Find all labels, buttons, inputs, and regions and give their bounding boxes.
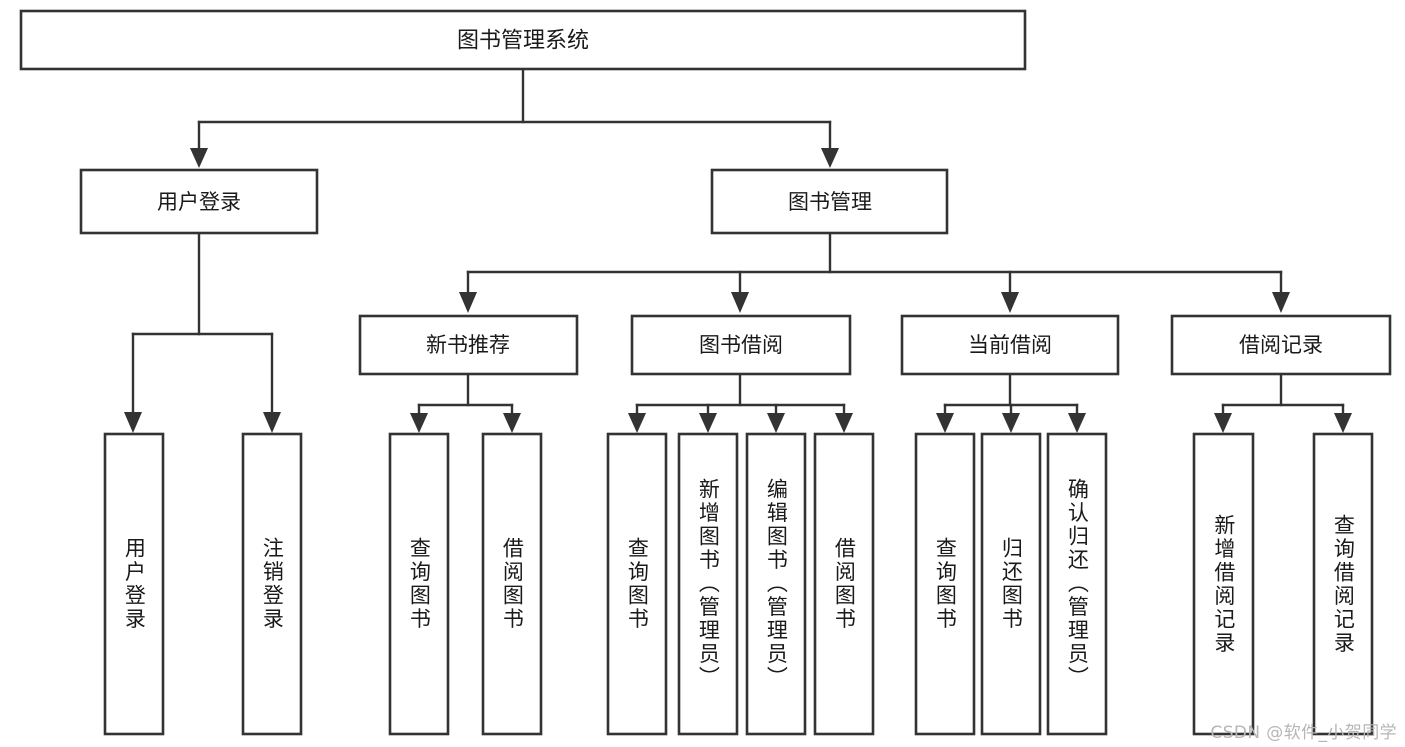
node-user-login-label: 用户登录	[157, 190, 241, 214]
leaf-box-return-book[interactable]	[980, 432, 1042, 736]
leaf-box-add-borrow-record[interactable]	[1192, 432, 1255, 736]
node-root-label: 图书管理系统	[457, 29, 589, 54]
leaf-box-add-book-admin[interactable]	[677, 432, 739, 736]
connector-userlogin-to-leaves	[124, 231, 281, 433]
leaf-boxes	[103, 432, 1374, 736]
connector-borrowrecord-to-leaves	[1214, 372, 1352, 433]
node-root[interactable]: 图书管理系统	[19, 9, 1027, 71]
node-borrow-record-label: 借阅记录	[1239, 333, 1323, 357]
node-book-borrow-label: 图书借阅	[699, 333, 783, 357]
node-book-manage[interactable]: 图书管理	[710, 168, 949, 235]
leaf-box-edit-book-admin[interactable]	[745, 432, 807, 736]
leaf-box-query-book-1[interactable]	[388, 432, 450, 736]
node-current-borrow-label: 当前借阅	[968, 333, 1052, 357]
csdn-watermark: CSDN @软件_小贺同学	[1210, 723, 1397, 743]
leaf-box-borrow-book-2[interactable]	[813, 432, 875, 736]
connector-bookmanage-to-level3	[459, 232, 1290, 313]
connector-root-to-level2	[190, 67, 839, 168]
leaf-box-confirm-return-admin[interactable]	[1046, 432, 1108, 736]
node-book-manage-label: 图书管理	[788, 190, 872, 214]
leaf-box-query-borrow-record[interactable]	[1312, 432, 1374, 736]
node-new-book-recommend-label: 新书推荐	[426, 333, 510, 357]
node-current-borrow[interactable]: 当前借阅	[900, 314, 1120, 376]
connector-newbook-to-leaves	[410, 372, 521, 433]
node-borrow-record[interactable]: 借阅记录	[1170, 314, 1392, 376]
leaf-box-user-login[interactable]	[103, 432, 165, 736]
node-user-login[interactable]: 用户登录	[79, 168, 319, 235]
node-new-book-recommend[interactable]: 新书推荐	[358, 314, 579, 376]
leaf-box-query-book-3[interactable]	[914, 432, 976, 736]
leaf-box-borrow-book-1[interactable]	[481, 432, 543, 736]
leaf-box-user-logout[interactable]	[241, 432, 303, 736]
connector-bookborrow-to-leaves	[628, 372, 853, 433]
node-book-borrow[interactable]: 图书借阅	[630, 314, 852, 376]
leaf-box-query-book-2[interactable]	[606, 432, 668, 736]
connector-currentborrow-to-leaves	[936, 372, 1086, 433]
